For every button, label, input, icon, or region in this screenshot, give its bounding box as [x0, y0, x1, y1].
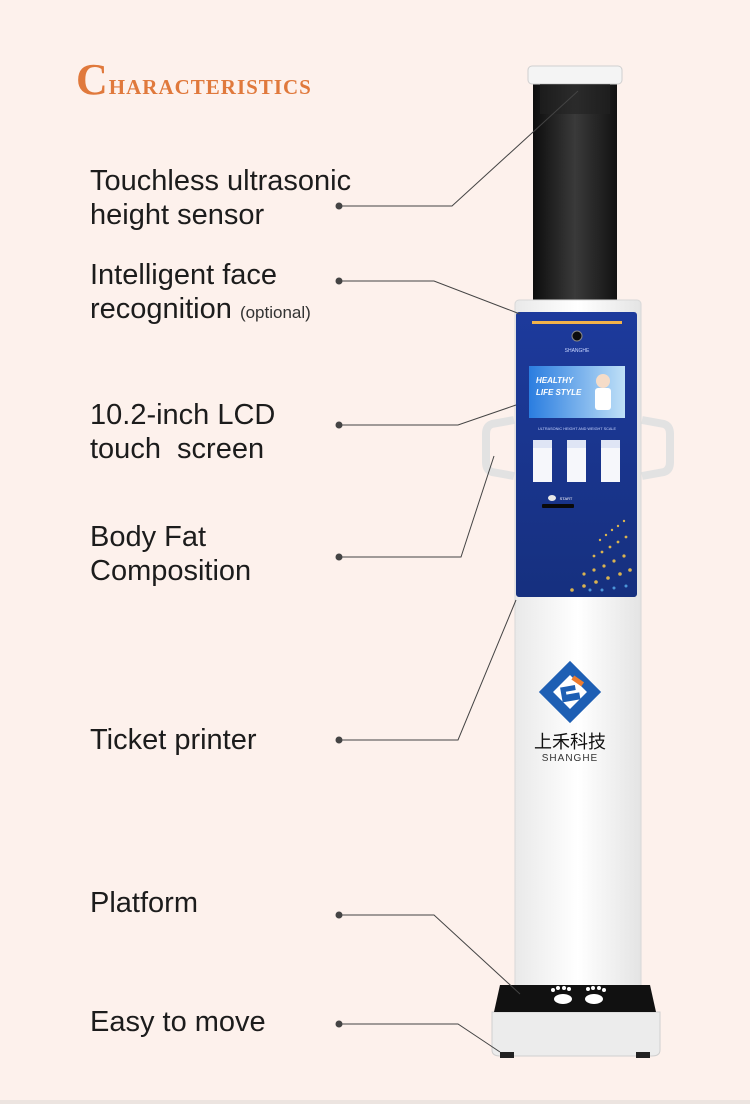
feature-line: Intelligent face — [90, 259, 278, 291]
feature-line: Touchless ultrasonic — [90, 165, 352, 197]
callout-dots — [335, 202, 343, 1028]
feature-body-fat: Body Fat Composition — [90, 520, 251, 588]
screen-dot-pattern — [570, 519, 632, 592]
sensor-cap — [527, 65, 623, 85]
callout-body-fat — [339, 455, 495, 558]
callout-lines — [339, 90, 579, 1053]
footprint-icon — [551, 986, 606, 1004]
logo-english-text: SHANGHE — [542, 753, 598, 764]
callout-height-sensor — [339, 90, 579, 207]
feature-line: Ticket printer — [90, 724, 257, 756]
panel-brand-text: SHANGHE — [565, 348, 590, 354]
feature-line: 10.2-inch LCD — [90, 399, 276, 431]
feature-line: Composition — [90, 555, 252, 587]
banner-line-1: HEALTHY — [536, 376, 574, 385]
platform-top — [494, 985, 656, 1012]
callout-ticket-printer — [339, 599, 517, 741]
logo-chinese-text: 上禾科技 — [534, 732, 606, 753]
feature-line: Body Fat — [90, 521, 207, 553]
feature-line: recognition (optional) — [90, 292, 311, 330]
feature-line: height sensor — [90, 199, 265, 231]
feature-ticket-printer: Ticket printer — [90, 723, 257, 757]
callout-face-recognition — [339, 280, 521, 315]
banner-line-2: LIFE STYLE — [536, 388, 582, 397]
screen-subtitle: ULTRASONIC HEIGHT AND WEIGHT SCALE — [538, 427, 617, 431]
optional-note: (optional) — [239, 303, 311, 322]
start-label: START — [560, 496, 573, 501]
callout-lcd — [339, 404, 517, 426]
feature-platform: Platform — [90, 886, 198, 920]
feature-line-text: recognition — [90, 293, 232, 325]
bottom-strip — [0, 1100, 750, 1104]
camera-icon — [571, 330, 583, 342]
feature-line: Easy to move — [90, 1006, 266, 1038]
title-initial: C — [76, 55, 109, 104]
right-handle — [641, 416, 674, 480]
title-rest: haracteristics — [108, 68, 312, 101]
feature-lcd-screen: 10.2-inch LCD touch screen — [90, 398, 275, 466]
screen-card-1 — [533, 440, 552, 482]
callout-platform — [339, 914, 521, 995]
feature-line: touch screen — [90, 433, 265, 465]
feature-height-sensor: Touchless ultrasonic height sensor — [90, 164, 351, 232]
ticket-slot — [542, 504, 574, 508]
screen-card-2 — [567, 440, 586, 482]
page-title: Characteristics — [76, 54, 312, 105]
callout-easy-to-move — [339, 1023, 501, 1053]
feature-easy-to-move: Easy to move — [90, 1005, 266, 1039]
height-sensor-column — [533, 80, 617, 302]
screen-card-3 — [601, 440, 620, 482]
shanghe-logo-icon — [538, 660, 602, 724]
platform-base — [491, 1011, 661, 1057]
feature-face-recognition: Intelligent face recognition (optional) — [90, 258, 311, 330]
feature-line: Platform — [90, 887, 198, 919]
